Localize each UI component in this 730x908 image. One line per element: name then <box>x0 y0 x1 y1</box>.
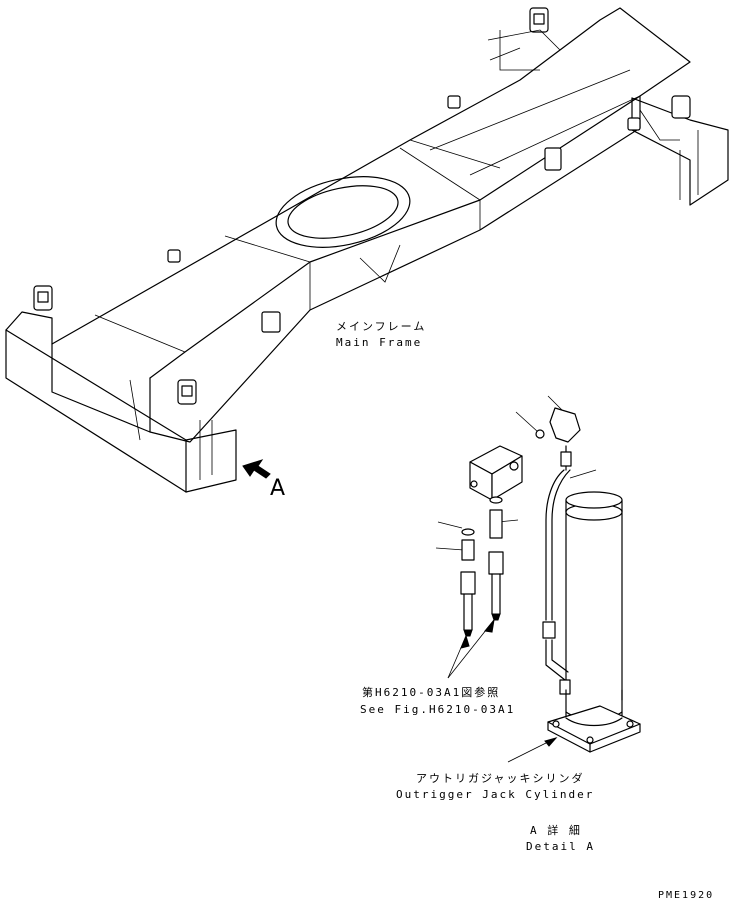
drawing-code: PME1920 <box>658 890 715 901</box>
view-arrow-icon <box>242 459 271 479</box>
main-frame-label-jp: メインフレーム <box>336 320 427 333</box>
cylinder-label-en: Outrigger Jack Cylinder <box>396 788 595 801</box>
detail-label-en: Detail A <box>526 840 595 853</box>
see-fig-label-jp: 第H6210-03A1図参照 <box>362 686 501 699</box>
see-fig-label-en: See Fig.H6210-03A1 <box>360 703 516 716</box>
cylinder-label-jp: アウトリガジャッキシリンダ <box>416 772 585 785</box>
main-frame-drawing <box>5 7 729 493</box>
detail-a-drawing <box>435 395 641 763</box>
detail-label-jp: A 詳 細 <box>530 824 582 837</box>
main-frame-label-en: Main Frame <box>336 336 423 349</box>
view-arrow-label: A <box>270 476 286 501</box>
